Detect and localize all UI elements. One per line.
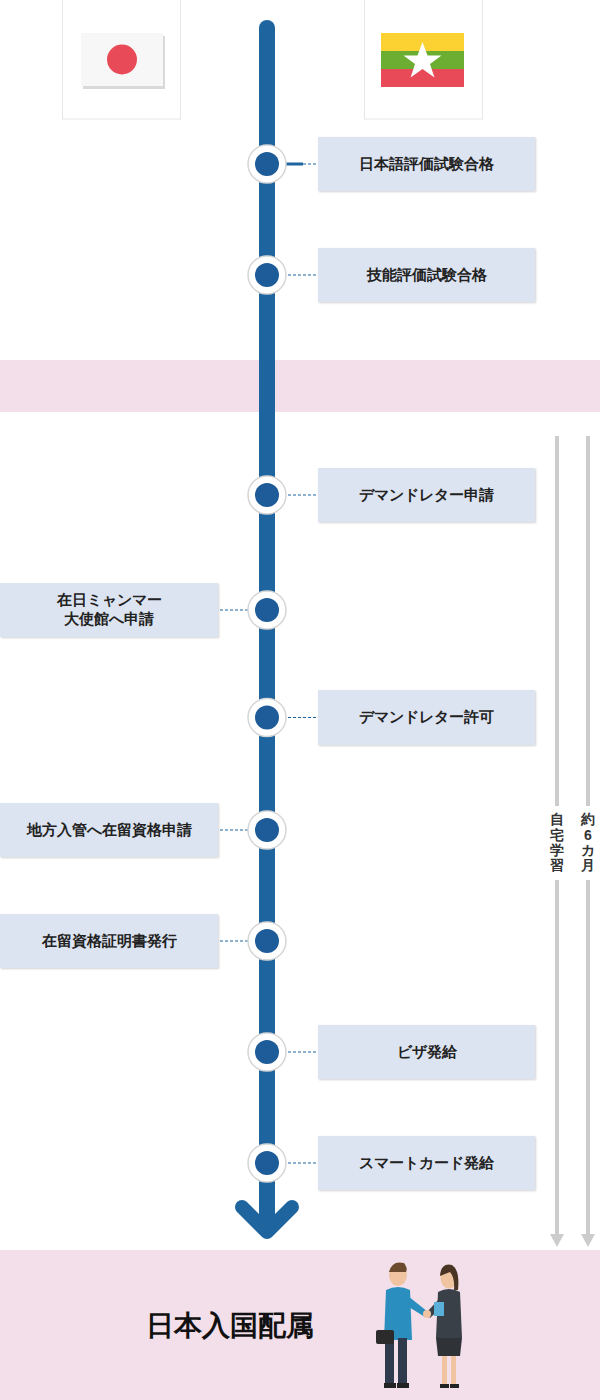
timeline-dot bbox=[248, 591, 286, 629]
timeline-dot bbox=[248, 1033, 286, 1071]
timeline-dot bbox=[248, 1144, 286, 1182]
leader-line bbox=[283, 1162, 316, 1163]
step-label: 在日ミャンマー 大使館へ申請 bbox=[39, 591, 179, 629]
step-box: デマンドレター申請 bbox=[318, 468, 535, 522]
leader-line bbox=[220, 940, 251, 941]
leader-line bbox=[283, 494, 316, 495]
step-label: ビザ発給 bbox=[397, 1043, 457, 1062]
timeline-dot bbox=[248, 145, 286, 183]
step-box: 在日ミャンマー 大使館へ申請 bbox=[0, 583, 218, 637]
arrival-band: 日本入国配属 bbox=[0, 1250, 600, 1400]
timeline-dot bbox=[248, 476, 286, 514]
band-title: 日本入国配属 bbox=[146, 1308, 314, 1343]
leader-line bbox=[283, 717, 316, 718]
section-band bbox=[0, 360, 600, 412]
duration-label: 約6カ月 bbox=[578, 806, 598, 880]
step-label: 在留資格証明書発行 bbox=[42, 932, 177, 951]
leader-line bbox=[220, 609, 251, 610]
leader-line bbox=[303, 163, 316, 164]
step-label: 技能評価試験合格 bbox=[367, 266, 487, 285]
leader-line bbox=[283, 1051, 316, 1052]
timeline-dot bbox=[248, 811, 286, 849]
step-label: デマンドレター申請 bbox=[359, 486, 494, 505]
timeline-dot bbox=[248, 699, 286, 737]
timeline-dot bbox=[255, 263, 279, 287]
flag-frame bbox=[365, 0, 483, 119]
step-box: 地方入管へ在留資格申請 bbox=[0, 803, 218, 857]
step-box: デマンドレター許可 bbox=[318, 690, 535, 745]
timeline-dot bbox=[248, 922, 286, 960]
step-box: ビザ発給 bbox=[318, 1025, 535, 1079]
step-label: スマートカード発給 bbox=[359, 1154, 494, 1173]
leader-line bbox=[283, 274, 316, 275]
duration-label: 自宅学習 bbox=[547, 806, 567, 880]
timeline-dot bbox=[255, 1151, 279, 1175]
step-box: 技能評価試験合格 bbox=[318, 248, 535, 302]
timeline-dot bbox=[255, 818, 279, 842]
step-box: 在留資格証明書発行 bbox=[0, 914, 218, 968]
leader-line bbox=[220, 829, 251, 830]
step-label: 地方入管へ在留資格申請 bbox=[27, 821, 192, 840]
timeline-dot bbox=[255, 598, 279, 622]
timeline-dot bbox=[255, 929, 279, 953]
step-label: 日本語評価試験合格 bbox=[359, 155, 494, 174]
step-label: デマンドレター許可 bbox=[359, 708, 494, 727]
step-box: スマートカード発給 bbox=[318, 1136, 535, 1190]
timeline-arrowhead bbox=[242, 1207, 292, 1232]
japan-flag bbox=[81, 33, 165, 89]
myanmar-flag bbox=[381, 33, 464, 87]
timeline-dot bbox=[248, 256, 286, 294]
timeline-dot bbox=[255, 1040, 279, 1064]
step-box: 日本語評価試験合格 bbox=[318, 137, 535, 191]
timeline-dot bbox=[255, 706, 279, 730]
flag-frame bbox=[63, 0, 181, 119]
timeline-dot bbox=[255, 152, 279, 176]
timeline-dot bbox=[255, 483, 279, 507]
